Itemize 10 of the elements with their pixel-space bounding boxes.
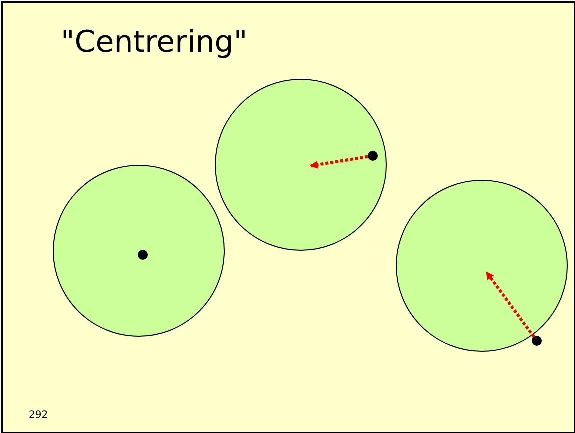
circle-shape	[53, 165, 225, 337]
arrow	[486, 272, 536, 338]
dot-marker	[138, 250, 148, 260]
dot-marker	[368, 151, 378, 161]
circle-shape	[396, 180, 568, 352]
page-number: 292	[29, 410, 48, 421]
dot-marker	[532, 336, 542, 346]
circle-shape	[215, 79, 387, 251]
arrow	[310, 155, 368, 169]
slide-title: "Centrering"	[61, 25, 248, 60]
